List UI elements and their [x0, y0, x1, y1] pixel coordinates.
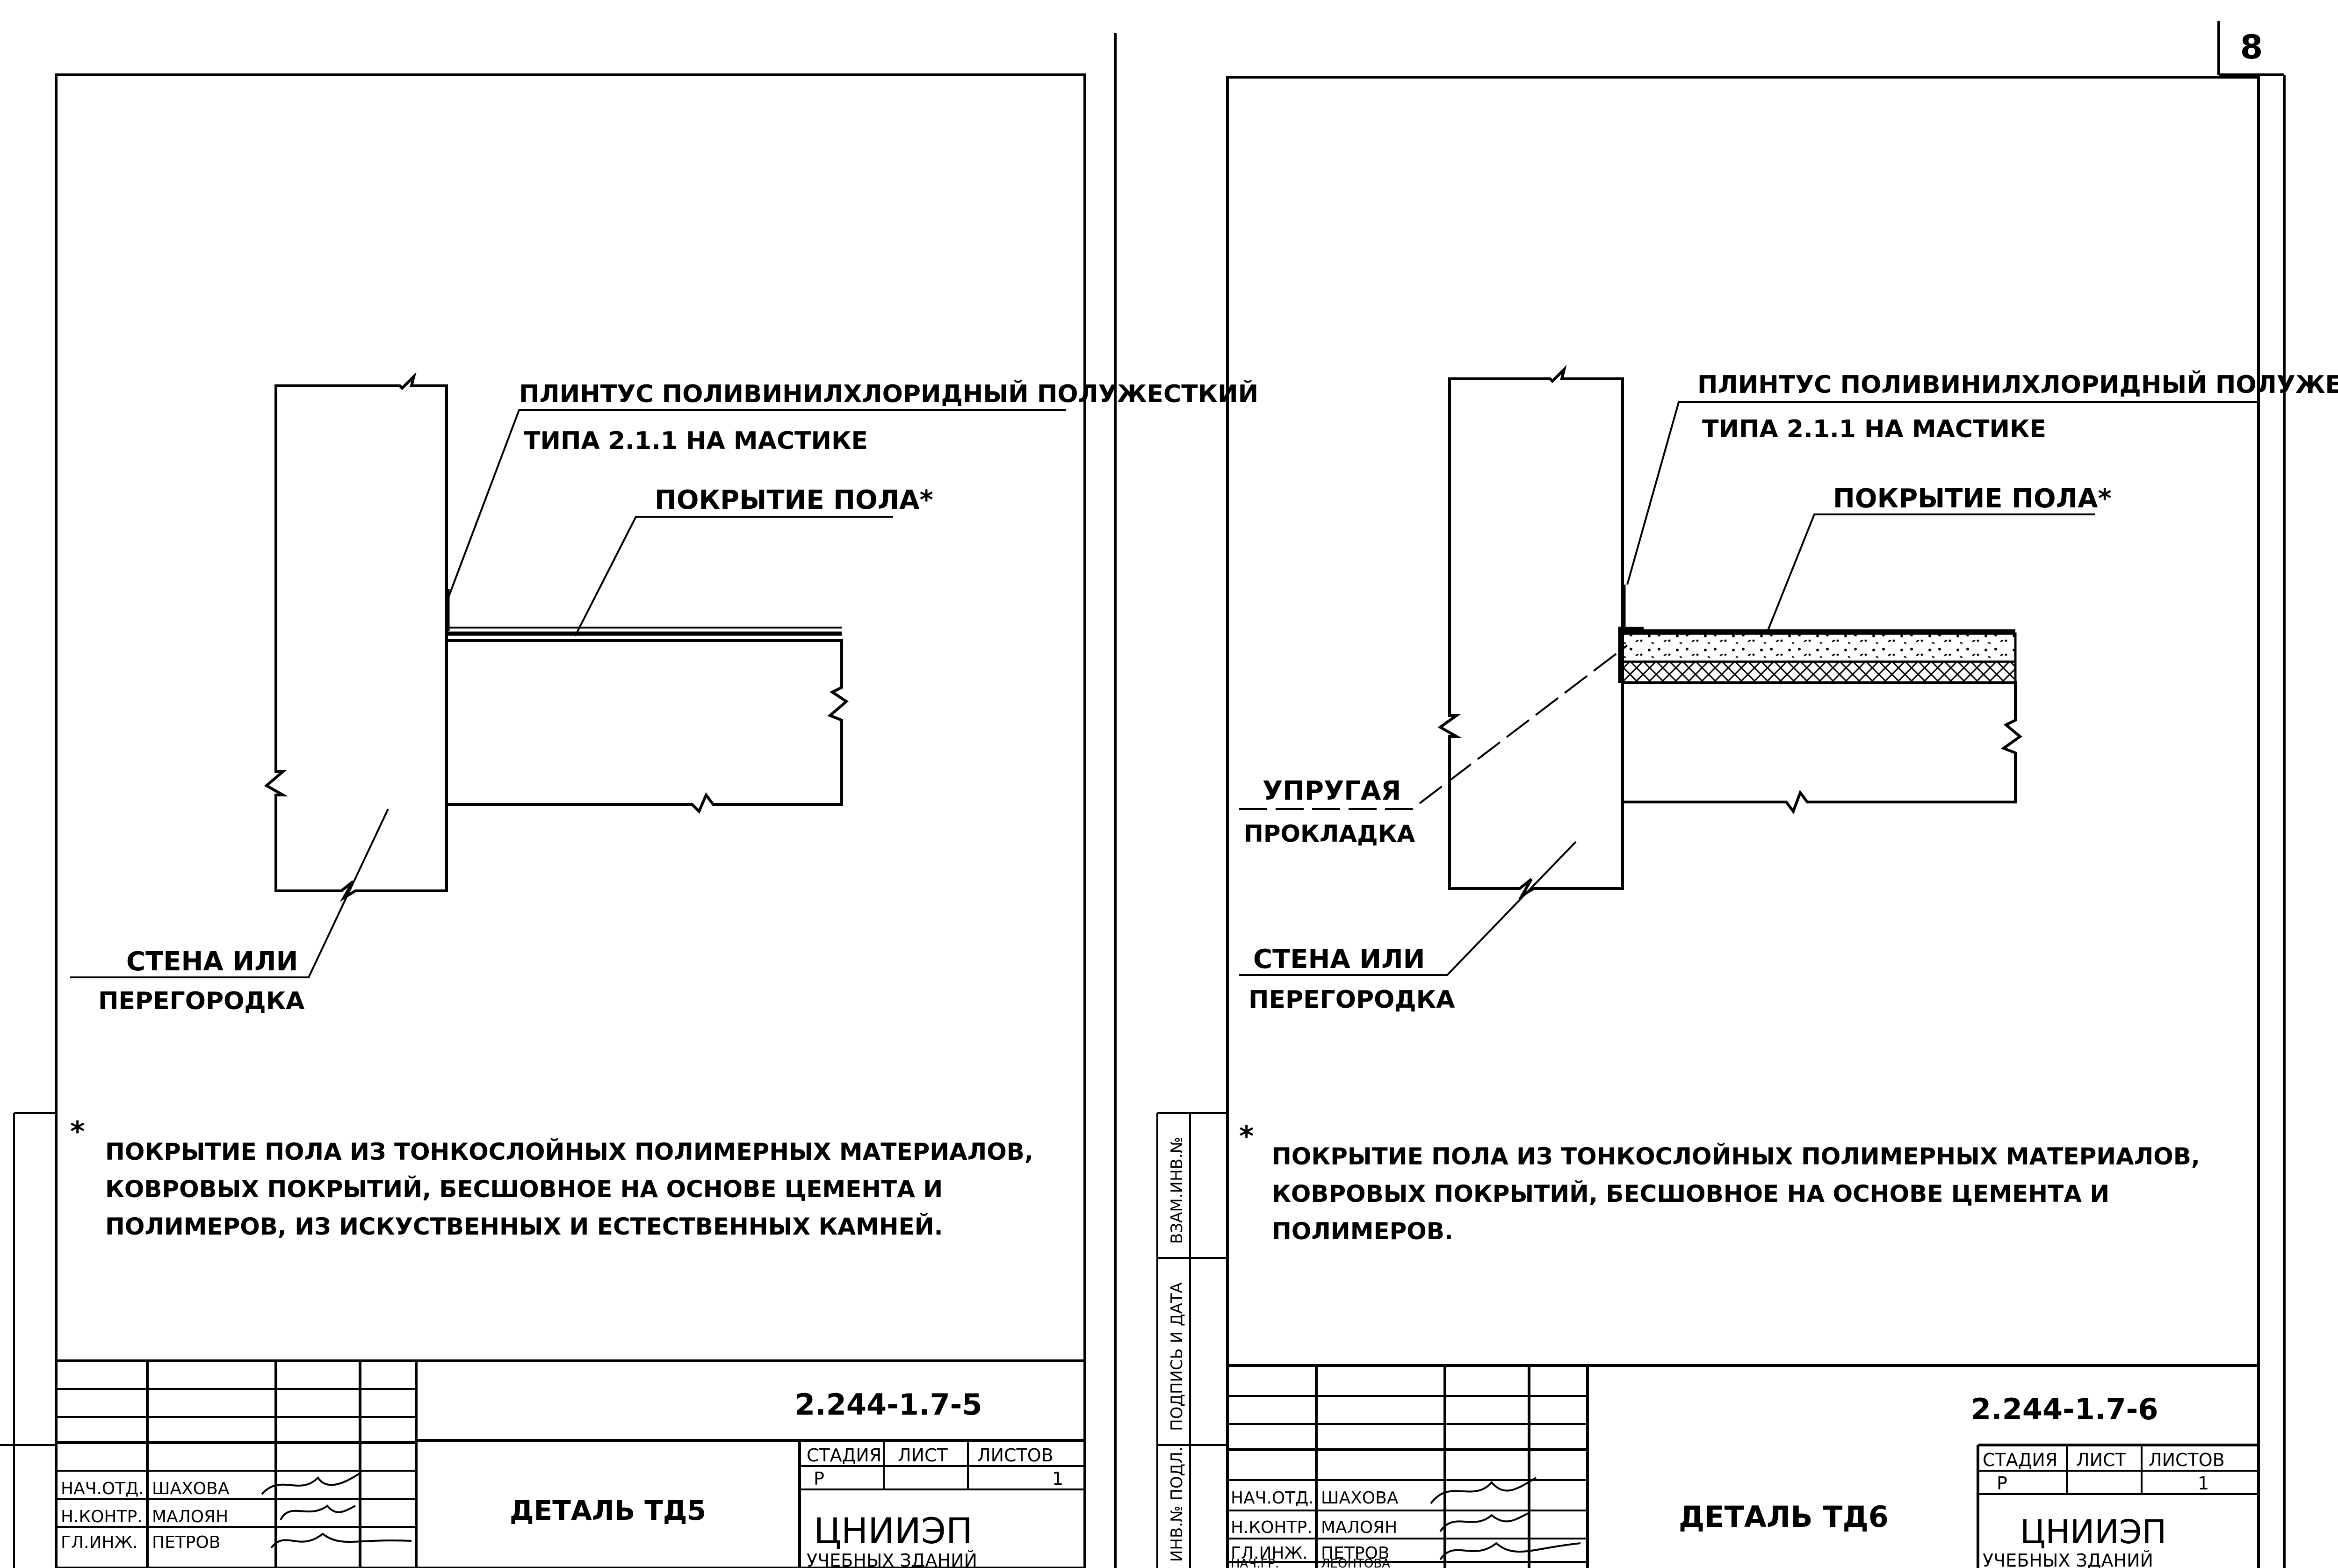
elastic-underlay-layer: [1621, 660, 2017, 684]
floor-covering-label: ПОКРЫТИЕ ПОЛА*: [655, 485, 933, 515]
wall-label-line1: СТЕНА ИЛИ: [126, 947, 298, 977]
organization-dept: УЧЕБНЫХ ЗДАНИЙ: [807, 1550, 977, 1568]
side-strip-label: ПОДПИСЬ И ДАТА: [1168, 1282, 1186, 1431]
baseboard-label-line1: ПЛИНТУС ПОЛИВИНИЛХЛОРИДНЫЙ ПОЛУЖЕСТКИЙ: [1697, 370, 2338, 399]
handwritten-signature: [280, 1504, 356, 1520]
signature-name: ПЕТРОВ: [152, 1533, 221, 1552]
wall-label-line2: ПЕРЕГОРОДКА: [1248, 986, 1455, 1014]
baseboard-label-line1: ПЛИНТУС ПОЛИВИНИЛХЛОРИДНЫЙ ПОЛУЖЕСТКИЙ: [519, 380, 1258, 408]
sheet-left-frame: [55, 73, 1086, 1568]
stage-value: Р: [1997, 1473, 2007, 1494]
gasket-label-line1: УПРУГАЯ: [1263, 776, 1401, 806]
title-block-left: 2.244-1.7-5 ДЕТАЛЬ ТД5 СТАДИЯ ЛИСТ ЛИСТО…: [56, 1359, 1085, 1568]
wall-section: [1437, 365, 1624, 900]
signature-role: ГЛ.ИНЖ.: [61, 1533, 138, 1552]
baseboard: [1621, 585, 1644, 631]
sheets-value: 1: [2198, 1473, 2209, 1494]
sheet-header: ЛИСТ: [898, 1445, 948, 1466]
handwritten-signature: [1430, 1477, 1537, 1504]
sheets-header: ЛИСТОВ: [977, 1445, 1054, 1466]
footnote-star: *: [70, 1115, 85, 1148]
drawing-code: 2.244-1.7-5: [795, 1387, 982, 1422]
handwritten-signature: [270, 1532, 412, 1549]
organization-dept: УЧЕБНЫХ ЗДАНИЙ: [1983, 1550, 2153, 1568]
stage-value: Р: [814, 1468, 824, 1489]
sheet-left: ПЛИНТУС ПОЛИВИНИЛХЛОРИДНЫЙ ПОЛУЖЕСТКИЙ Т…: [0, 73, 1258, 1568]
footnote-line3: ПОЛИМЕРОВ.: [1272, 1218, 1453, 1245]
sheet-right-frame: [1226, 76, 2260, 1568]
drawing-title: ДЕТАЛЬ ТД6: [1679, 1500, 1889, 1534]
stage-header: СТАДИЯ: [807, 1445, 881, 1466]
baseboard-leader: [1626, 401, 2259, 585]
footnote-line3: ПОЛИМЕРОВ, ИЗ ИСКУСТВЕННЫХ И ЕСТЕСТВЕННЫ…: [105, 1213, 943, 1240]
side-strip: ВЗАМ.ИНВ.№ ПОДПИСЬ И ДАТА ИНВ.№ ПОДЛ.: [1156, 1112, 1227, 1568]
sheets-value: 1: [1052, 1468, 1063, 1489]
footnote-line1: ПОКРЫТИЕ ПОЛА ИЗ ТОНКОСЛОЙНЫХ ПОЛИМЕРНЫХ…: [105, 1138, 1033, 1165]
signature-name: МАЛОЯН: [1321, 1518, 1397, 1537]
title-block-right: 2.244-1.7-6 ДЕТАЛЬ ТД6 СТАДИЯ ЛИСТ ЛИСТО…: [1227, 1364, 2259, 1568]
organization-name: ЦНИИЭП: [2020, 1513, 2166, 1551]
organization-name: ЦНИИЭП: [814, 1510, 973, 1552]
drawing-title: ДЕТАЛЬ ТД5: [510, 1495, 706, 1526]
floor-covering-leader: [574, 516, 893, 636]
wall-label-line1: СТЕНА ИЛИ: [1253, 944, 1425, 975]
wall-leader: [70, 809, 389, 978]
floor-slab: [1623, 681, 2022, 815]
signature-role: НАЧ.ГР.: [1231, 1557, 1279, 1568]
gasket-label-line2: ПРОКЛАДКА: [1244, 820, 1415, 847]
stage-header: СТАДИЯ: [1983, 1450, 2057, 1470]
drawing-code: 2.244-1.7-6: [1971, 1392, 2158, 1426]
signature-name: ЛЕОНТОВА: [1321, 1557, 1390, 1568]
seamless-screed-layer: [1621, 632, 2017, 663]
side-strip-label: ВЗАМ.ИНВ.№: [1168, 1137, 1186, 1244]
signature-role: Н.КОНТР.: [61, 1507, 143, 1526]
wall-section: [264, 372, 448, 902]
footnote-line1: ПОКРЫТИЕ ПОЛА ИЗ ТОНКОСЛОЙНЫХ ПОЛИМЕРНЫХ…: [1272, 1142, 2200, 1170]
side-strip-label: ИНВ.№ ПОДЛ.: [1168, 1446, 1186, 1562]
wall-leader: [1239, 841, 1577, 976]
page-number-box: 8: [2217, 21, 2284, 76]
baseboard-leader: [447, 409, 1066, 599]
signature-name: ШАХОВА: [152, 1479, 230, 1498]
signature-name: ПЕТРОВ: [1321, 1544, 1390, 1563]
page-number: 8: [2240, 28, 2263, 66]
footnote-line2: КОВРОВЫХ ПОКРЫТИЙ, БЕСШОВНОЕ НА ОСНОВЕ Ц…: [1272, 1180, 2109, 1207]
handwritten-signature: [1439, 1512, 1530, 1532]
sheet-right: ВЗАМ.ИНВ.№ ПОДПИСЬ И ДАТА ИНВ.№ ПОДЛ. ПЛ…: [1156, 75, 2338, 1568]
floor-covering-label: ПОКРЫТИЕ ПОЛА*: [1833, 484, 2112, 514]
handwritten-signature: [1439, 1542, 1581, 1561]
floor-covering-leader: [1767, 513, 2095, 632]
footnote-line2: КОВРОВЫХ ПОКРЫТИЙ, БЕСШОВНОЕ НА ОСНОВЕ Ц…: [105, 1175, 943, 1203]
signature-role: НАЧ.ОТД.: [1231, 1489, 1314, 1508]
baseboard-label-line2: ТИПА 2.1.1 НА МАСТИКЕ: [1702, 415, 2046, 443]
footnote-star: *: [1239, 1120, 1254, 1153]
floor-slab: [447, 639, 849, 814]
gasket-leader: [1239, 644, 1628, 810]
signature-role: ГЛ.ИНЖ.: [1231, 1544, 1308, 1563]
signature-name: ШАХОВА: [1321, 1489, 1399, 1508]
signature-role: Н.КОНТР.: [1231, 1518, 1313, 1537]
signature-role: НАЧ.ОТД.: [61, 1479, 144, 1498]
baseboard-label-line2: ТИПА 2.1.1 НА МАСТИКЕ: [524, 427, 868, 455]
handwritten-signature: [261, 1472, 361, 1495]
wall-label-line2: ПЕРЕГОРОДКА: [98, 987, 304, 1015]
signature-name: МАЛОЯН: [152, 1507, 228, 1526]
binding-strip-left: [0, 1112, 56, 1568]
sheets-header: ЛИСТОВ: [2149, 1450, 2225, 1470]
sheet-header: ЛИСТ: [2076, 1450, 2127, 1470]
